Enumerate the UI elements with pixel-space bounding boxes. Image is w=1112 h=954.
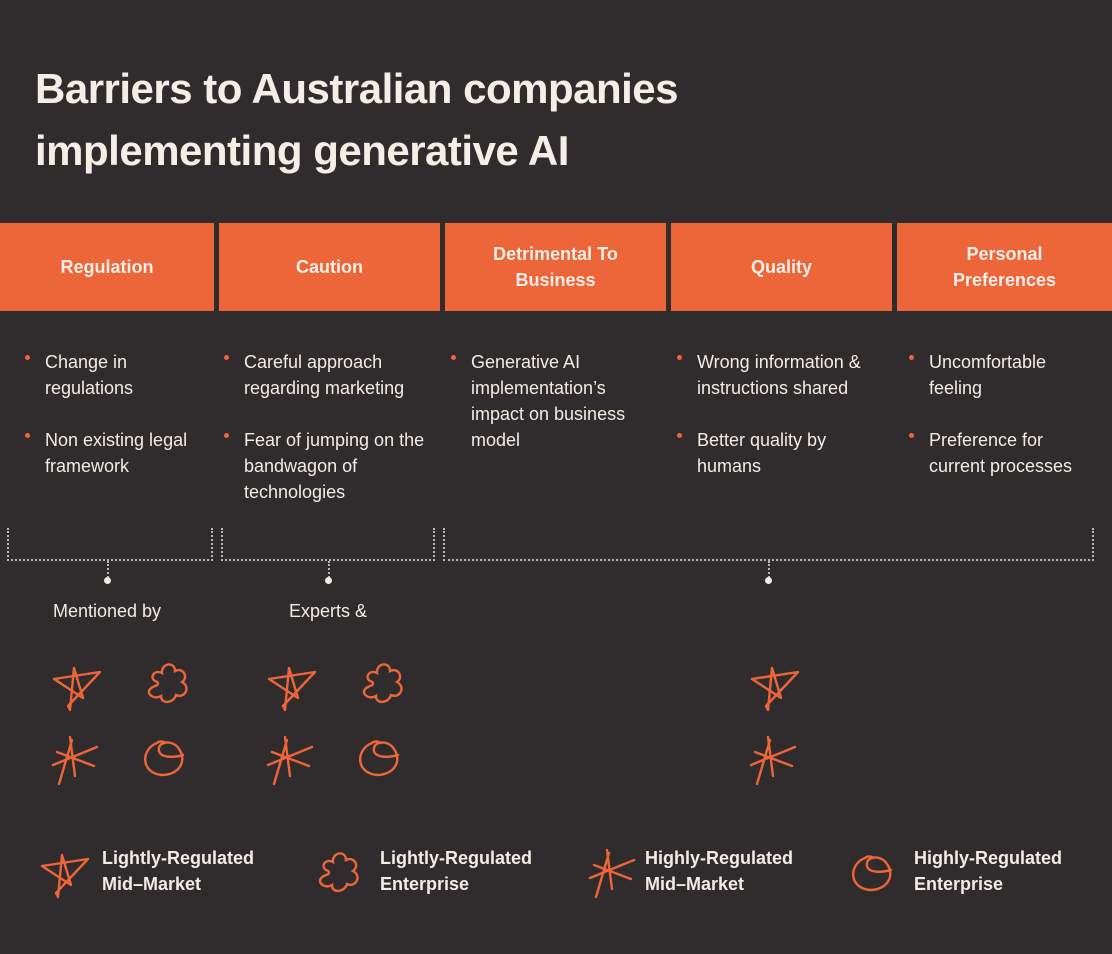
category-header-regulation: Regulation (0, 223, 214, 311)
bullets-quality: Wrong information & instructions shared … (675, 349, 875, 505)
bullets-detrimental: Generative AI implementation’s impact on… (449, 349, 649, 479)
connector-line (107, 561, 109, 578)
bullet-item: Careful approach regarding marketing (222, 349, 432, 401)
asterisk-icon (266, 735, 314, 786)
bullets-personal: Uncomfortable feeling Preference for cur… (907, 349, 1087, 505)
mentioned-by-label: Mentioned by (52, 601, 162, 621)
legend-circle-icon (852, 855, 893, 892)
legend-label: Lightly-Regulated (102, 848, 254, 868)
experts-label: Experts & (288, 601, 368, 621)
bullet-item: Non existing legal framework (23, 427, 213, 479)
bullets-caution: Careful approach regarding marketing Fea… (222, 349, 432, 531)
legend-asterisk-icon (588, 848, 636, 899)
connector-line (328, 561, 330, 578)
legend-label: Lightly-Regulated (380, 848, 532, 868)
star-icon (267, 666, 317, 712)
category-header-quality: Quality (671, 223, 892, 311)
circle-icon (144, 740, 185, 777)
category-header-personal: Personal Preferences (897, 223, 1112, 311)
legend-label: Highly-Regulated (914, 848, 1063, 868)
bullet-item: Fear of jumping on the bandwagon of tech… (222, 427, 432, 505)
connector-dot (325, 577, 332, 584)
cloud-icon (362, 663, 403, 704)
bracket-caution (221, 528, 435, 561)
bracket-business-quality-personal (443, 528, 1094, 561)
bracket-regulation (7, 528, 213, 561)
legend-label: Enterprise (380, 874, 470, 894)
star-icon (750, 666, 800, 712)
connector-line (768, 561, 770, 578)
legend-label: Mid–Market (645, 874, 745, 894)
bullet-item: Better quality by humans (675, 427, 875, 479)
bullet-item: Generative AI implementation’s impact on… (449, 349, 649, 453)
connector-dot (104, 577, 111, 584)
legend-star-icon (40, 853, 90, 899)
page-title: Barriers to Australian companies impleme… (35, 65, 679, 174)
category-header-caution: Caution (219, 223, 440, 311)
legend-label: Mid–Market (102, 874, 202, 894)
legend-label: Highly-Regulated (645, 848, 794, 868)
asterisk-icon (749, 735, 797, 786)
bullet-item: Preference for current processes (907, 427, 1087, 479)
connector-dot (765, 577, 772, 584)
bullets-regulation: Change in regulations Non existing legal… (23, 349, 213, 505)
asterisk-icon (51, 735, 99, 786)
bullet-item: Uncomfortable feeling (907, 349, 1087, 401)
cloud-icon (147, 663, 188, 704)
circle-icon (359, 740, 400, 777)
legend-label: Enterprise (914, 874, 1004, 894)
legend-cloud-icon (318, 852, 359, 893)
bullet-item: Change in regulations (23, 349, 213, 401)
category-header-detrimental: Detrimental To Business (445, 223, 666, 311)
bullet-item: Wrong information & instructions shared (675, 349, 875, 401)
star-icon (52, 666, 102, 712)
